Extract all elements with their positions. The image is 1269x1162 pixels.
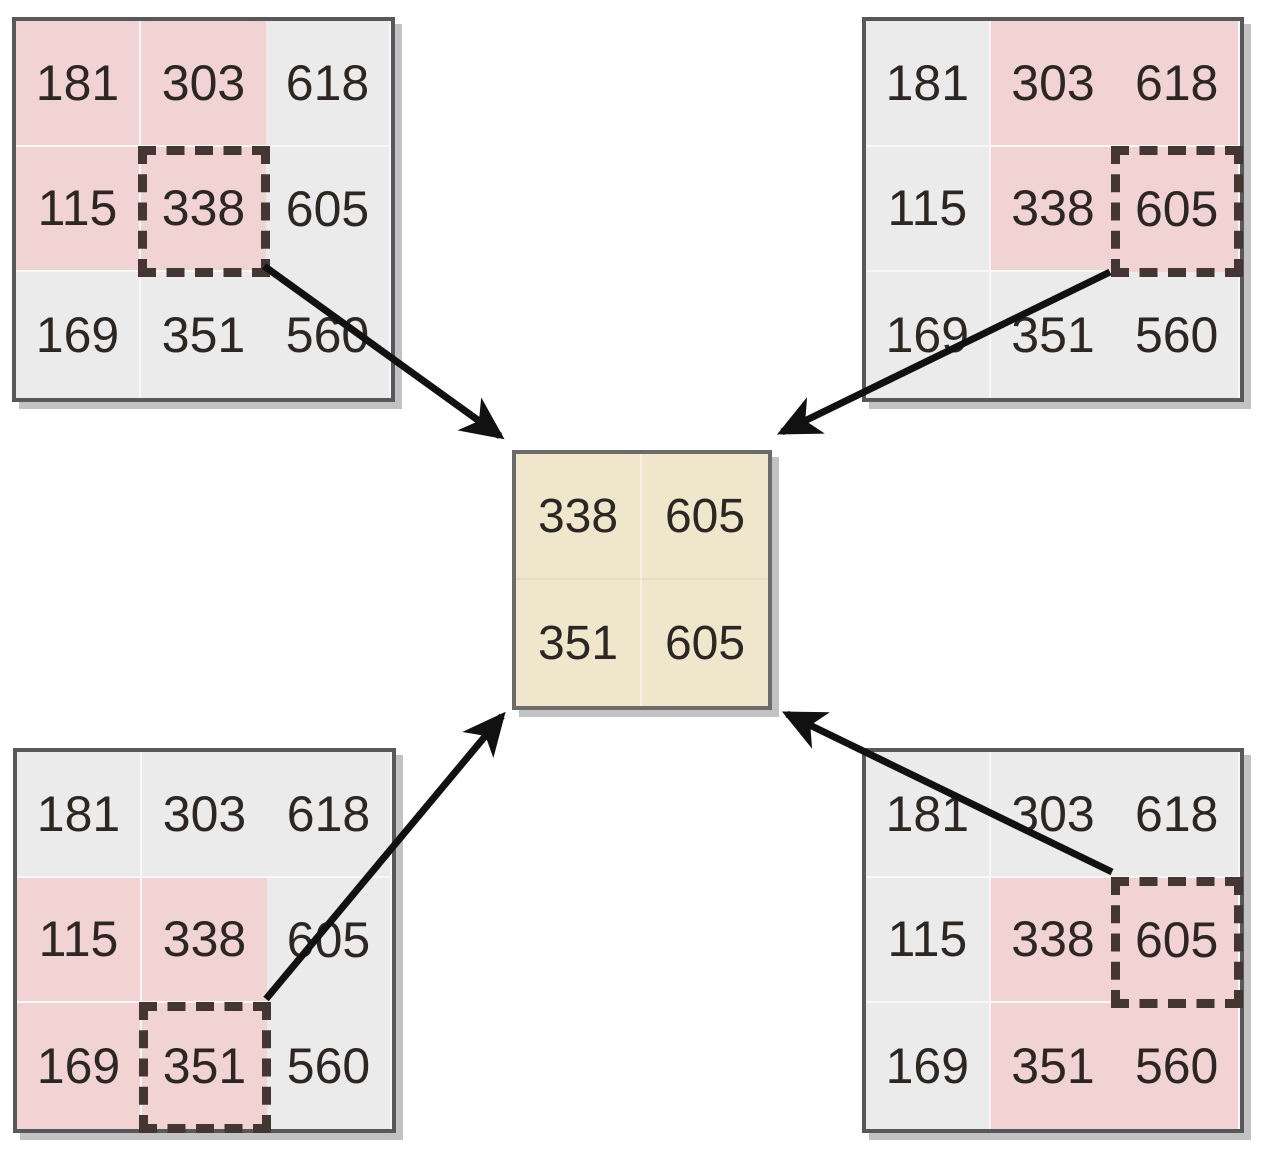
matrix-cell: 169	[17, 1003, 142, 1129]
result-grid: 338 605 351 605	[516, 454, 768, 706]
matrix-cell: 351	[1011, 307, 1095, 364]
matrix-grid: 181 303 618 115 338 605 169 351 560	[16, 21, 391, 398]
matrix-cell: 303	[141, 21, 266, 147]
matrix-cell-selected: 605	[1115, 146, 1240, 273]
matrix-cell: 351	[1011, 1038, 1095, 1095]
matrix-cell: 181	[17, 752, 142, 878]
matrix-cell: 169	[16, 272, 141, 398]
matrix-cell-selected: 351	[162, 1038, 247, 1095]
result-cell: 605	[642, 454, 768, 580]
matrix-cell: 181	[16, 21, 141, 147]
matrix-grid: 181 303 618 115 338 605 169 351 560	[866, 21, 1243, 398]
matrix-cell: 303	[990, 21, 1116, 147]
matrix-cell: 115	[17, 877, 142, 1004]
matrix-cell: 560	[1115, 1003, 1240, 1129]
matrix-cell-selected: 605	[1115, 877, 1240, 1004]
matrix-cell: 115	[16, 146, 141, 273]
matrix-cell: 169	[866, 1003, 991, 1129]
matrix-cell: 618	[266, 21, 391, 147]
matrix-cell: 338	[990, 878, 1116, 1004]
matrix-cell: 181	[866, 752, 991, 878]
matrix-cell: 560	[267, 1003, 392, 1129]
matrix-cell: 605	[266, 146, 391, 273]
result-cell: 605	[664, 616, 746, 670]
result-matrix[interactable]: 338 605 351 605	[512, 450, 772, 710]
source-matrix-top-right[interactable]: 181 303 618 115 338 605 169 351 560	[862, 17, 1244, 402]
matrix-cell: 181	[866, 21, 991, 147]
matrix-cell: 115	[866, 877, 991, 1004]
source-matrix-bottom-right[interactable]: 181 303 618 115 338 605 169 351 560	[862, 748, 1244, 1133]
source-matrix-bottom-left[interactable]: 181 303 618 115 338 605 169 351 560	[13, 748, 396, 1133]
matrix-cell: 351	[161, 307, 246, 364]
matrix-cell: 560	[266, 272, 391, 398]
matrix-cell: 618	[1115, 752, 1240, 878]
matrix-cell: 303	[990, 752, 1116, 878]
matrix-cell: 303	[142, 752, 267, 878]
matrix-grid: 181 303 618 115 338 605 169 351 560	[866, 752, 1243, 1129]
matrix-cell: 560	[1115, 272, 1240, 398]
matrix-grid: 181 303 618 115 338 605 169 351 560	[17, 752, 392, 1133]
matrix-cell: 605	[267, 877, 392, 1004]
matrix-cell: 618	[1115, 21, 1240, 147]
matrix-cell: 169	[866, 272, 991, 398]
matrix-cell: 618	[267, 752, 392, 878]
matrix-cell: 338	[990, 147, 1116, 273]
matrix-cell-selected: 338	[141, 147, 266, 273]
source-matrix-top-left[interactable]: 181 303 618 115 338 605 169 351 560	[12, 17, 395, 402]
matrix-cell: 115	[866, 146, 991, 273]
result-cell: 351	[516, 580, 642, 706]
matrix-cell: 338	[142, 878, 267, 1004]
result-cell: 338	[516, 454, 642, 580]
